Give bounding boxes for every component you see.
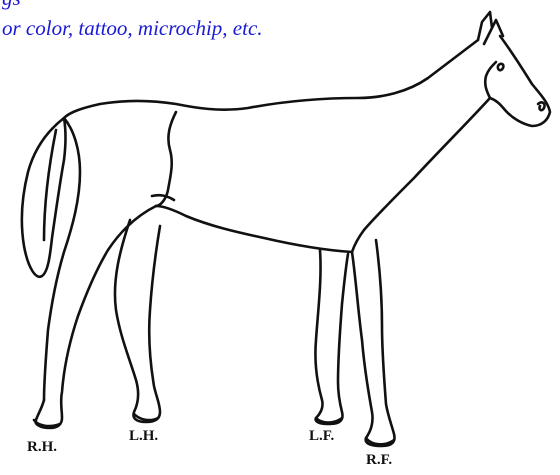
horse-eye [498,64,504,70]
horse-jaw [485,62,496,98]
horse-topline [64,40,478,118]
leg-label-left-fore: L.F. [309,428,334,445]
horse-tail [22,118,66,277]
leg-label-right-hind: R.H. [27,439,57,456]
horse-left-fore-leg [315,250,348,424]
horse-ears [478,12,503,44]
horse-nostril [538,102,545,110]
horse-belly [156,206,352,252]
leg-label-left-hind: L.H. [129,428,158,445]
horse-head [490,36,550,126]
horse-shoulder-line [156,112,176,206]
horse-neck-underside [352,98,490,252]
leg-label-right-fore: R.F. [366,452,392,469]
horse-right-fore-leg [352,240,395,446]
horse-left-hind-leg [115,220,160,422]
